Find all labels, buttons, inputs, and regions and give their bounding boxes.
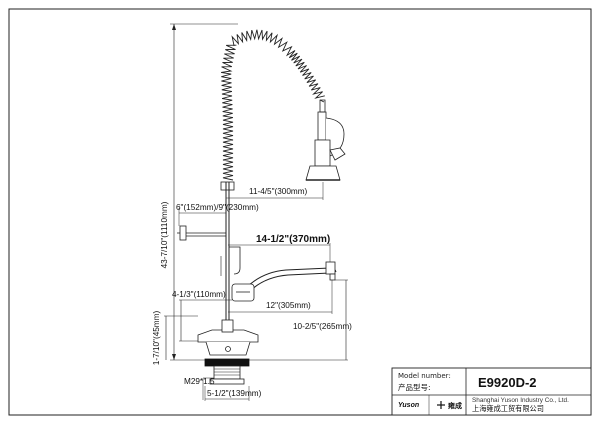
model-label-cn: 产品型号: <box>398 382 431 392</box>
dim-base-height: 1-7/10"(45mm) <box>152 311 161 366</box>
title-block: Model number: 产品型号: E9920D-2 Yuson 雍成 Sh… <box>391 367 592 416</box>
dim-thread: M29*1.5 <box>184 377 215 386</box>
dimension-labels: 43-7/10"(1110mm) 11-4/5"(300mm) 6"(152mm… <box>152 187 352 398</box>
pre-rinse-spring <box>221 29 325 181</box>
dim-spout-height: 4-1/3"(110mm) <box>172 290 226 299</box>
company-name-en: Shanghai Yuson Industry Co., Ltd. <box>472 397 569 404</box>
company-name-cn: 上海雍成工贸有限公司 <box>472 404 544 413</box>
faucet-body <box>197 319 259 356</box>
logo-mark-icon <box>437 401 445 409</box>
faucet-drawing <box>164 23 348 401</box>
dim-hose-reach: 11-4/5"(300mm) <box>249 187 308 196</box>
dim-centers: 5-1/2"(139mm) <box>207 389 262 398</box>
wall-bracket <box>177 225 226 241</box>
model-label-en: Model number: <box>398 372 451 380</box>
dim-bracket: 6"(152mm)/9"(230mm) <box>176 203 259 212</box>
drawing-border <box>8 8 592 416</box>
base-plate <box>204 358 250 367</box>
dim-spout-reach-top: 14-1/2"(370mm) <box>256 234 330 245</box>
swivel-spout <box>231 261 337 302</box>
company-logo: Yuson <box>398 402 419 409</box>
dim-outlet-height: 10-2/5"(265mm) <box>293 322 352 331</box>
dim-spout-reach: 12"(305mm) <box>266 301 311 310</box>
hose-hook <box>229 246 241 275</box>
spray-head <box>305 99 346 181</box>
dim-overall-height: 43-7/10"(1110mm) <box>160 201 169 268</box>
company-logo-cn: 雍成 <box>448 401 462 410</box>
model-number: E9920D-2 <box>478 375 537 390</box>
